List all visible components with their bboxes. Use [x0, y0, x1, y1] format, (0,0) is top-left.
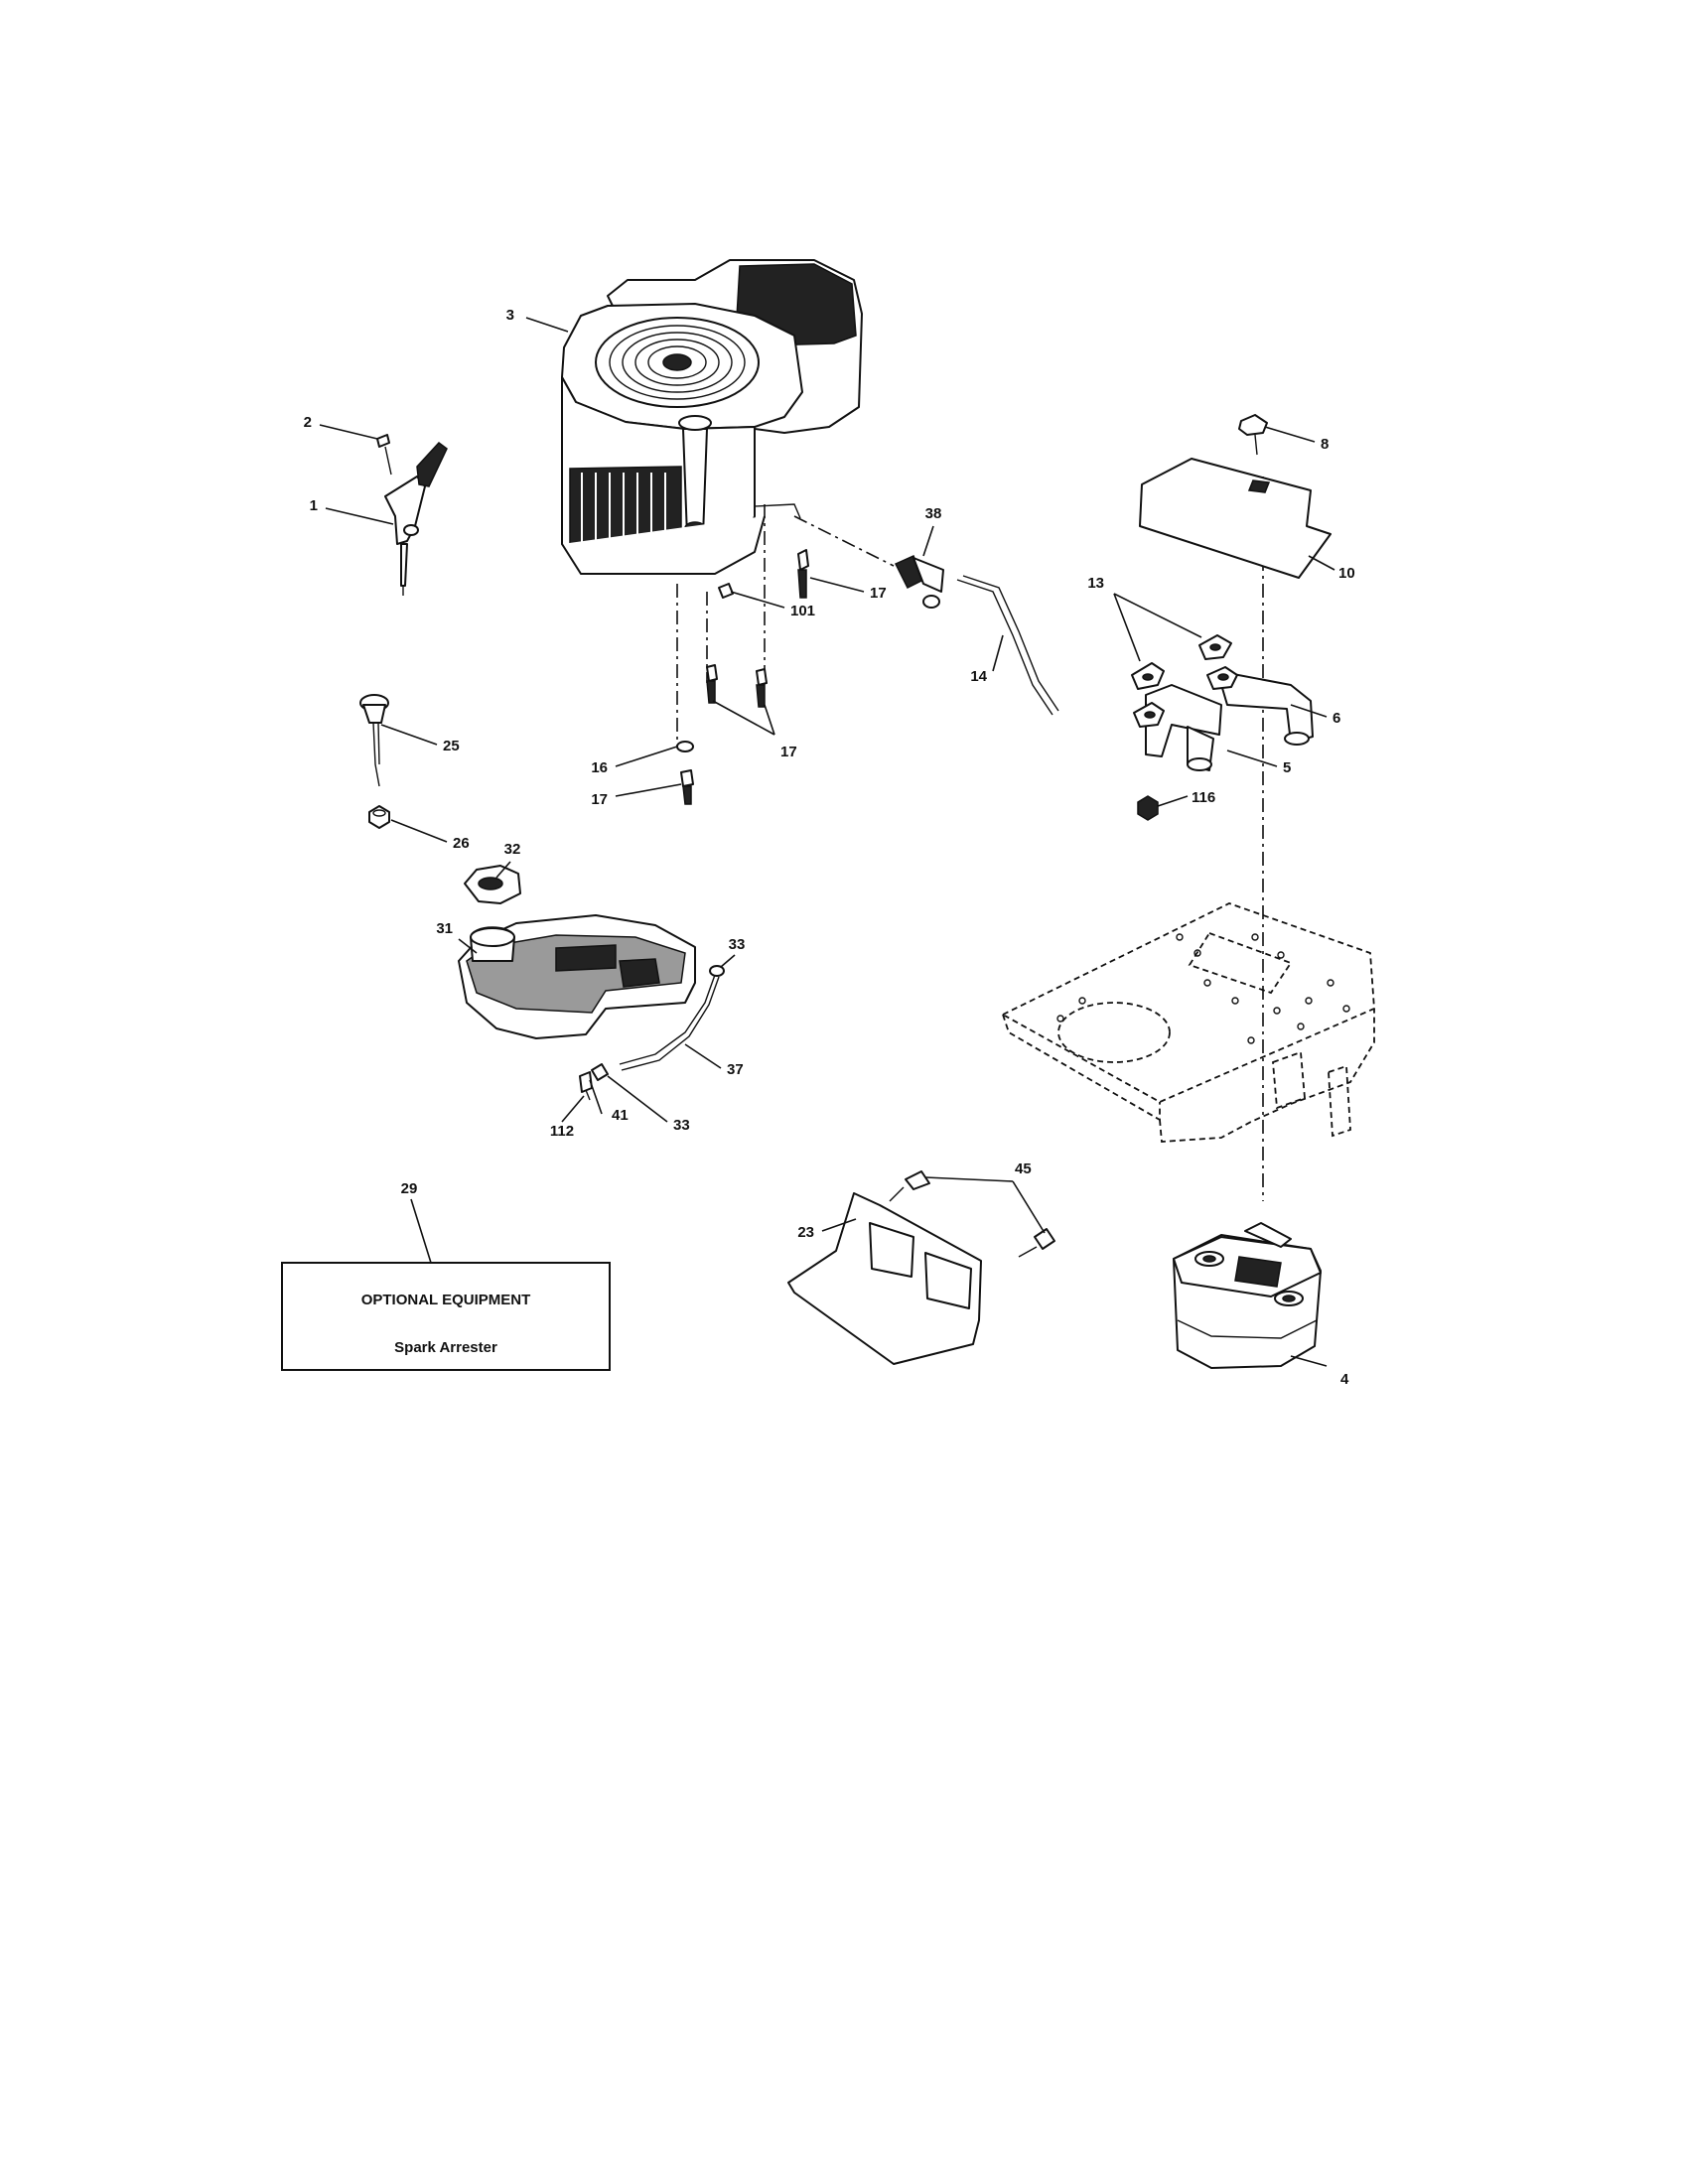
- callout-1: 1: [310, 497, 318, 514]
- callout-33-a: 33: [729, 936, 746, 953]
- callout-23: 23: [797, 1224, 814, 1241]
- fuel-cap: [464, 865, 521, 904]
- callout-16: 16: [591, 759, 608, 776]
- callout-37: 37: [727, 1061, 744, 1078]
- exhaust-pipes: [1131, 634, 1314, 821]
- fuel-filter-hose: [894, 555, 1059, 716]
- nut-26: [368, 805, 390, 829]
- engine: [561, 259, 863, 575]
- optional-equipment-title: OPTIONAL EQUIPMENT: [361, 1292, 531, 1308]
- callout-5: 5: [1283, 759, 1291, 776]
- callout-41: 41: [612, 1107, 629, 1124]
- callout-31: 31: [436, 920, 453, 937]
- spark-arrester-label: Spark Arrester: [394, 1339, 497, 1356]
- leader-lines: [319, 317, 1335, 1367]
- assembly-lines: [676, 477, 1264, 1201]
- heat-shield: [1139, 414, 1332, 579]
- callout-45: 45: [1015, 1160, 1032, 1177]
- callout-8: 8: [1321, 436, 1329, 453]
- callout-25: 25: [443, 738, 460, 754]
- mounting-bolts: [676, 549, 809, 805]
- callout-32: 32: [504, 841, 521, 858]
- callout-3: 3: [506, 307, 514, 324]
- callout-17-b: 17: [780, 744, 797, 760]
- callout-29: 29: [401, 1180, 418, 1197]
- callout-112: 112: [550, 1123, 574, 1140]
- optional-equipment-box: OPTIONAL EQUIPMENT Spark Arrester: [281, 1262, 611, 1371]
- callout-17-a: 17: [870, 585, 887, 602]
- dipstick: [359, 694, 389, 787]
- fuel-line: [579, 965, 725, 1101]
- callout-26: 26: [453, 835, 470, 852]
- callout-10: 10: [1338, 565, 1355, 582]
- callout-numbers: 3 2 1 8 10 13 6 5 116 38 14 17 101 17 16…: [304, 307, 1355, 1388]
- callout-33-b: 33: [673, 1117, 690, 1134]
- muffler-shield: [787, 1170, 1055, 1365]
- muffler: [1173, 1222, 1322, 1369]
- fuel-tank: [458, 914, 696, 1039]
- throttle-control: [376, 434, 448, 596]
- callout-116: 116: [1192, 789, 1215, 806]
- callout-13: 13: [1087, 575, 1104, 592]
- callout-17-c: 17: [591, 791, 608, 808]
- chassis: [1001, 902, 1375, 1143]
- callout-4: 4: [1340, 1371, 1349, 1388]
- callout-14: 14: [970, 668, 987, 685]
- callout-101: 101: [790, 603, 815, 619]
- callout-2: 2: [304, 414, 312, 431]
- callout-6: 6: [1333, 710, 1340, 727]
- callout-38: 38: [925, 505, 942, 522]
